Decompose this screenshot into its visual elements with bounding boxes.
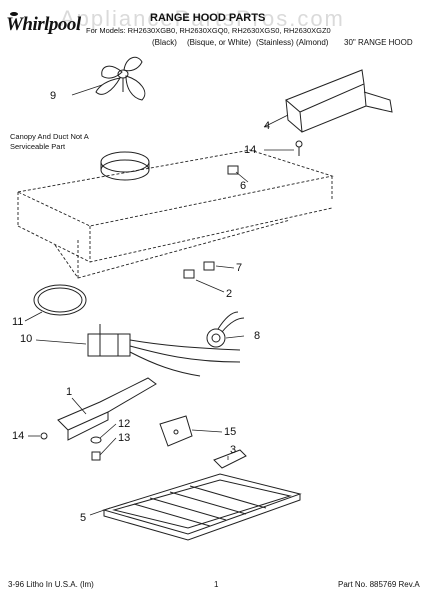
color-almond: (Almond)	[296, 38, 329, 47]
models-line: For Models: RH2630XGB0, RH2630XGQ0, RH26…	[86, 26, 331, 35]
color-stainless: (Stainless)	[256, 38, 294, 47]
logo-dot-icon	[10, 12, 18, 16]
washer-part-12	[90, 436, 102, 444]
callout-3: 3	[230, 444, 237, 456]
control-knobs-part	[183, 261, 215, 279]
mounting-bracket-part	[285, 69, 393, 133]
screw-part-top	[295, 140, 303, 156]
brand-logo: Whirlpool	[6, 14, 81, 35]
callout-10: 10	[20, 333, 33, 345]
callout-14-top: 14	[244, 144, 257, 156]
page-title: RANGE HOOD PARTS	[150, 12, 266, 24]
motor-part	[87, 324, 241, 377]
callout-5: 5	[80, 512, 87, 524]
callout-9: 9	[50, 90, 57, 102]
product-label: 30" RANGE HOOD	[344, 38, 413, 47]
callout-7: 7	[236, 262, 243, 274]
callout-2: 2	[226, 288, 233, 300]
footer-litho: 3-96 Litho In U.S.A. (lm)	[8, 580, 94, 589]
callout-11: 11	[12, 316, 24, 328]
canopy-note: Canopy And Duct Not A Serviceable Part	[10, 132, 89, 151]
watermark: AppliancePartsPros.com	[60, 6, 345, 31]
callout-12: 12	[118, 418, 131, 430]
callout-leader-lines	[24, 84, 294, 516]
nut-part-13	[91, 451, 101, 461]
filter-clip-part	[213, 449, 247, 469]
motor-mount-ring-part	[33, 284, 87, 316]
callout-15: 15	[224, 426, 237, 438]
duct-collar	[100, 151, 150, 181]
callout-13: 13	[118, 432, 131, 444]
color-black: (Black)	[152, 38, 177, 47]
canopy-outline	[16, 149, 334, 279]
light-bracket-part	[159, 415, 193, 447]
screw-part-left	[40, 432, 48, 440]
callout-8: 8	[254, 330, 261, 342]
callout-14-left: 14	[12, 430, 25, 442]
color-bisque-white: (Bisque, or White)	[187, 38, 252, 47]
motor-bracket-part	[57, 377, 157, 441]
switch-part-6	[227, 165, 239, 175]
lamp-socket-part	[206, 311, 245, 348]
fan-blade-part	[95, 56, 146, 101]
callout-6: 6	[240, 180, 247, 192]
grease-filter-part	[102, 473, 302, 541]
footer-part-number: Part No. 885769 Rev.A	[338, 580, 420, 589]
callout-4: 4	[264, 120, 271, 132]
footer-page-number: 1	[214, 580, 219, 589]
callout-1: 1	[66, 386, 73, 398]
